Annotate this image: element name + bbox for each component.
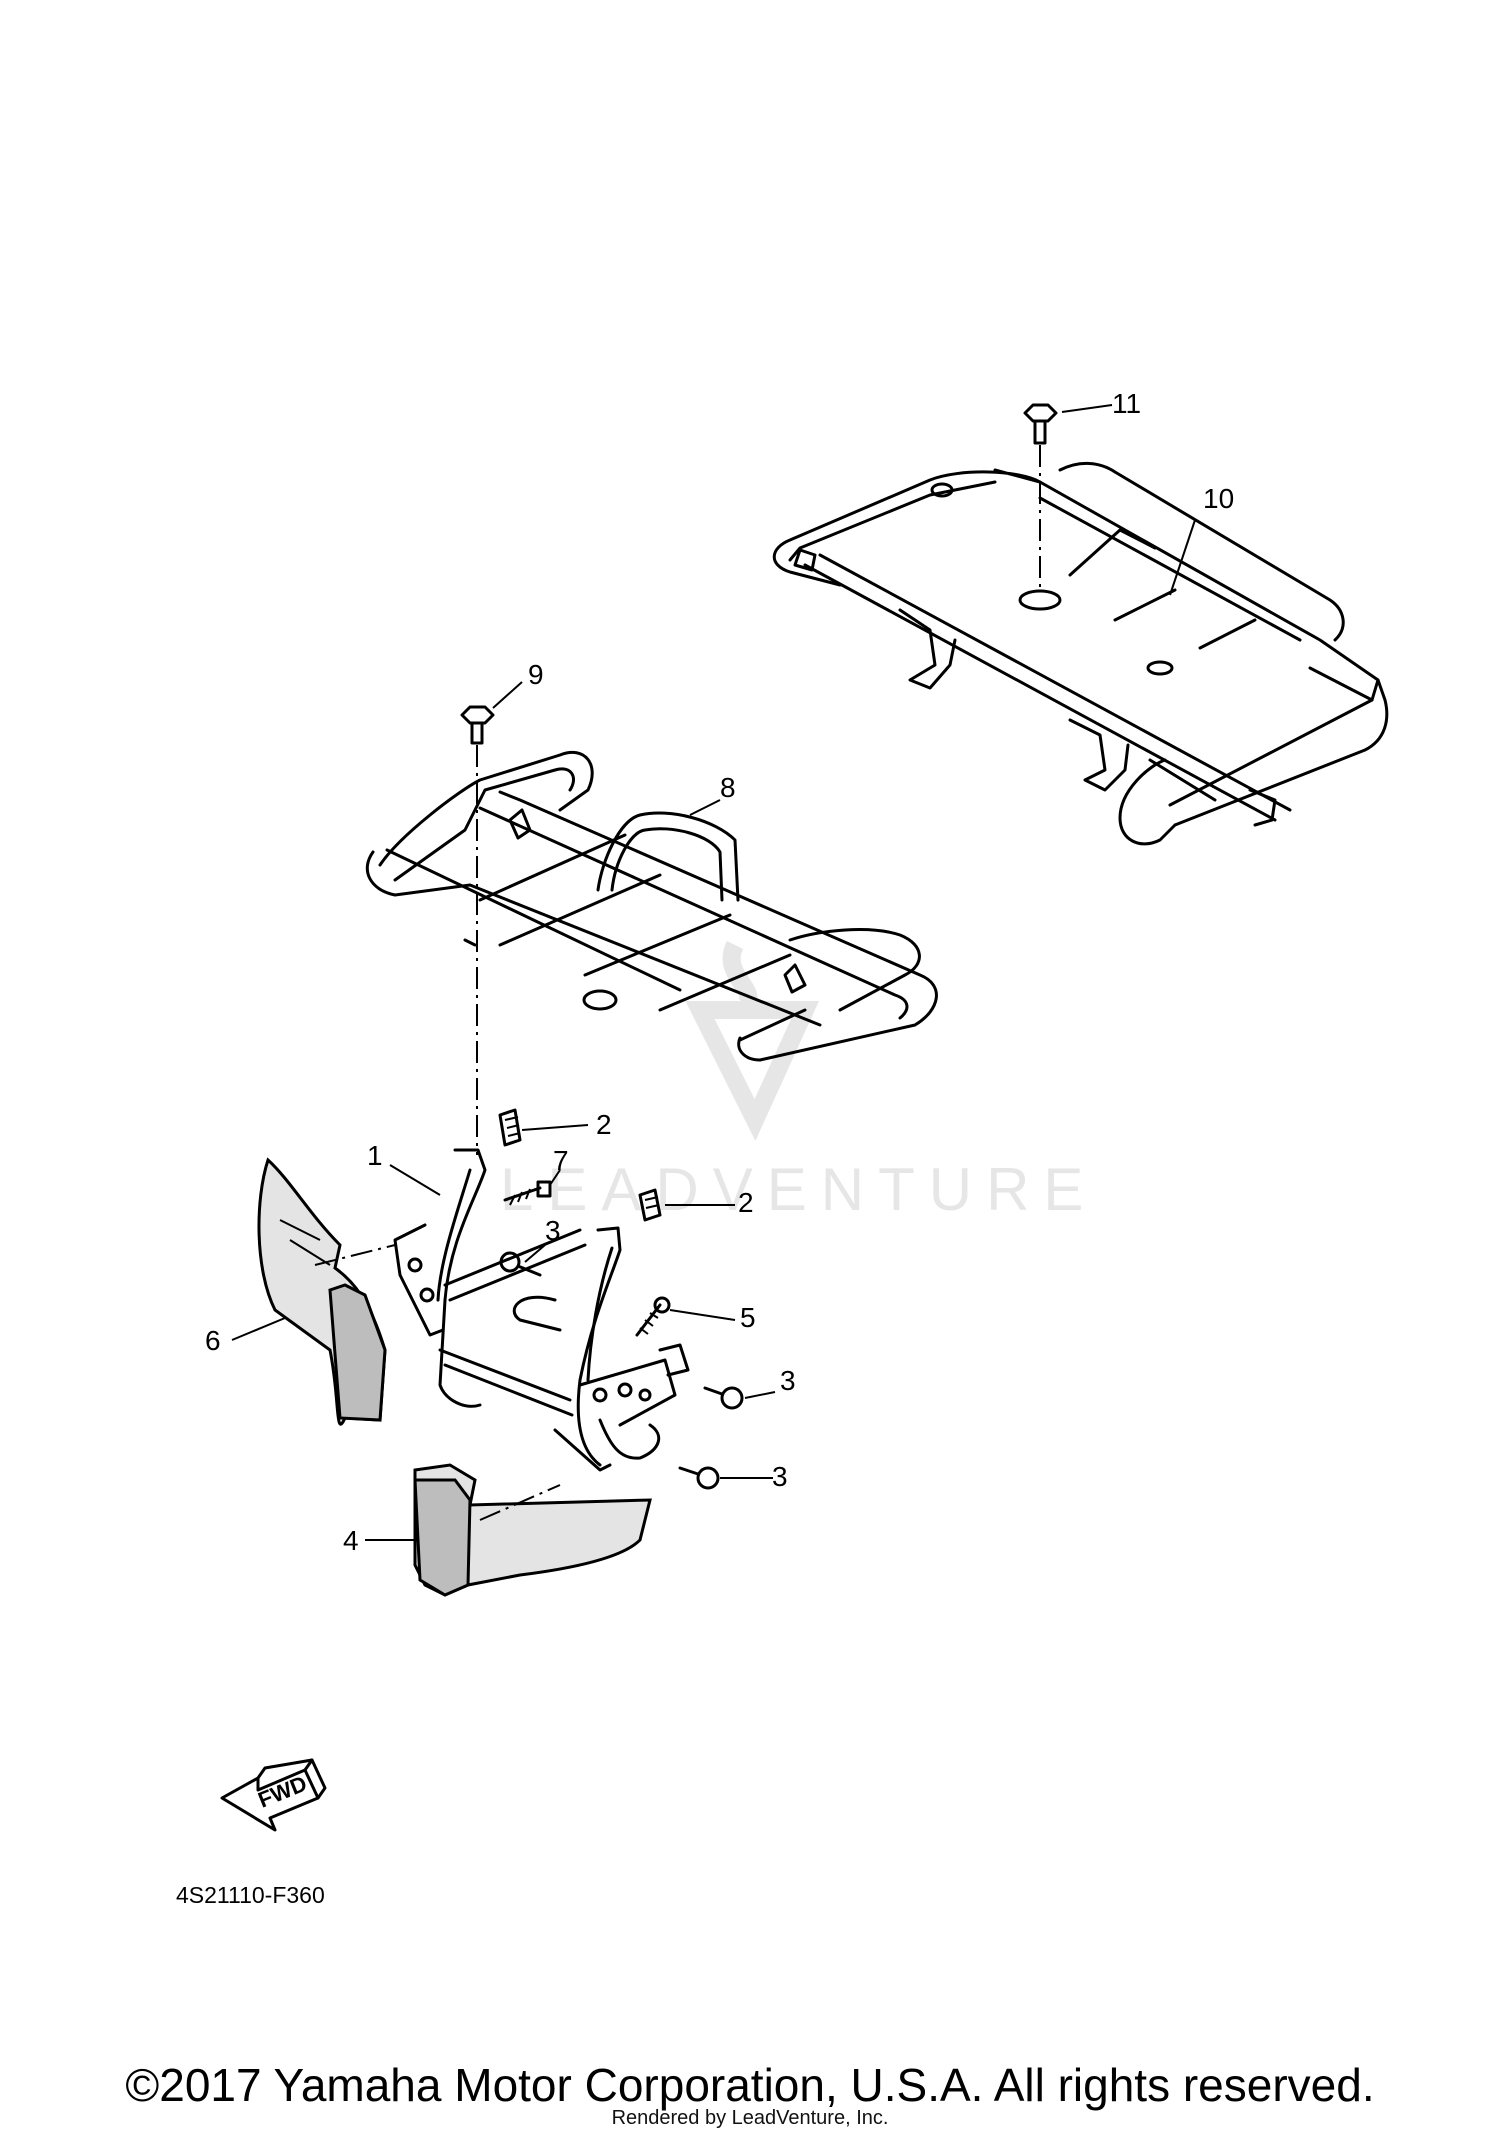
fwd-label: FWD <box>255 1771 311 1813</box>
bolt-part-9[interactable] <box>460 705 495 1155</box>
left-guard-part-6[interactable] <box>257 1157 396 1426</box>
watermark-logo: LEADVENTURE <box>500 940 1097 1223</box>
callout-1: 1 <box>367 1140 383 1171</box>
figure-code: 4S21110-F360 <box>176 1882 325 1908</box>
screw-part-5[interactable] <box>635 1296 671 1337</box>
callout-3-middle: 3 <box>780 1365 796 1396</box>
callout-8: 8 <box>720 772 736 803</box>
leader-lines <box>231 404 1196 1541</box>
bolt-part-3-middle[interactable] <box>703 1386 744 1410</box>
bolt-part-11[interactable] <box>1023 403 1058 592</box>
grommet-part-2-upper[interactable] <box>498 1108 522 1147</box>
callout-3-upper: 3 <box>545 1215 561 1246</box>
grommet-part-2-lower[interactable] <box>638 1188 662 1222</box>
callout-3-lower: 3 <box>772 1461 788 1492</box>
callout-2-upper: 2 <box>596 1109 612 1140</box>
callout-5: 5 <box>740 1302 756 1333</box>
callout-2-lower: 2 <box>738 1187 754 1218</box>
callout-10: 10 <box>1203 483 1234 514</box>
callout-7: 7 <box>553 1145 569 1176</box>
callout-4: 4 <box>343 1525 359 1556</box>
copyright-notice: ©2017 Yamaha Motor Corporation, U.S.A. A… <box>125 2059 1375 2111</box>
screw-part-7[interactable] <box>503 1180 552 1206</box>
callout-9: 9 <box>528 659 544 690</box>
bumper-frame-part-1[interactable] <box>393 1148 690 1472</box>
bolt-part-3-lower[interactable] <box>678 1466 720 1490</box>
watermark-text: LEADVENTURE <box>500 1156 1097 1223</box>
callout-11: 11 <box>1112 388 1141 419</box>
callout-6: 6 <box>205 1325 221 1356</box>
front-carrier-part-8[interactable] <box>365 751 938 1062</box>
fwd-arrow-icon: FWD <box>220 1758 327 1832</box>
right-guard-part-4[interactable] <box>413 1463 652 1597</box>
bolt-part-3-upper[interactable] <box>499 1251 542 1277</box>
rear-carrier-part-10[interactable] <box>772 462 1389 846</box>
rendered-by-credit: Rendered by LeadVenture, Inc. <box>611 2107 889 2129</box>
